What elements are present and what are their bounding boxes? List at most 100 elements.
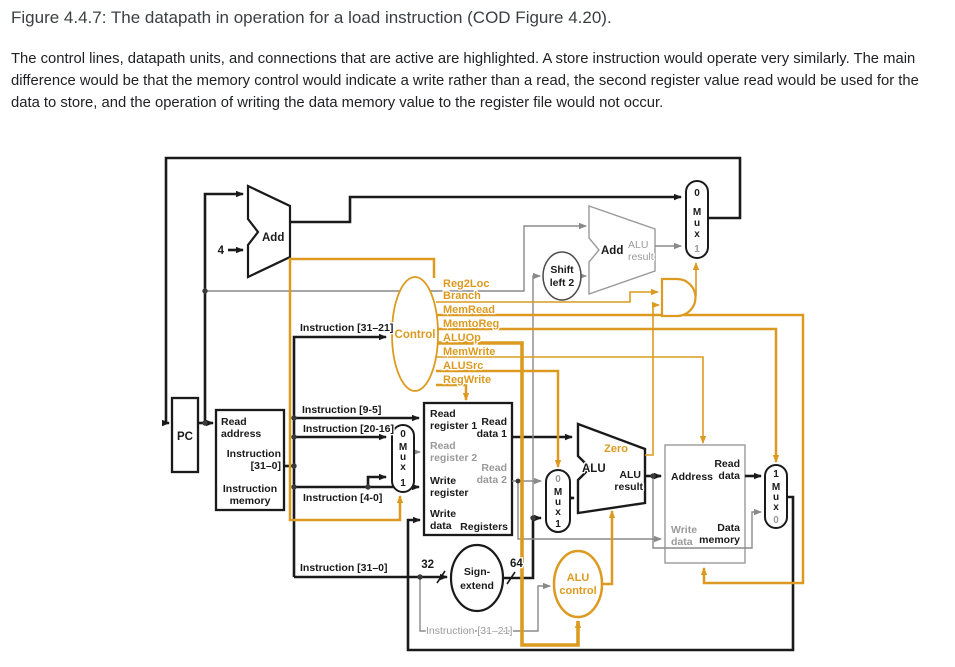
wire-branch — [436, 288, 659, 303]
wire-reg2loc — [288, 257, 436, 522]
signal-alusrc: ALUSrc — [443, 360, 483, 372]
alusrc-mux-m: M — [554, 487, 562, 498]
wire-signextend-to-shift — [532, 272, 541, 518]
figure-caption: The control lines, datapath units, and c… — [11, 51, 919, 111]
imem-read-label: Read — [221, 416, 247, 428]
shift-label-2: left 2 — [550, 277, 575, 289]
regs-writedata-l1: Write — [430, 508, 456, 520]
memtoreg-mux-m: M — [772, 482, 780, 493]
wire-readdata2-to-memwritedata — [517, 481, 662, 543]
dmem-writedata-l2: data — [671, 536, 693, 548]
signal-reg2loc: Reg2Loc — [443, 278, 489, 290]
dmem-name-l2: memory — [699, 534, 740, 546]
regs-readreg2-l1: Read — [430, 440, 456, 452]
junction-dot — [291, 463, 297, 469]
signal-regwrite: RegWrite — [443, 374, 491, 386]
imem-instr-label: Instruction — [227, 448, 281, 460]
memtoreg-mux-1: 1 — [773, 469, 779, 480]
four-label: 4 — [218, 245, 225, 257]
wire-zero — [645, 301, 660, 456]
alu-shape — [576, 422, 647, 515]
alucontrol-l2: control — [559, 585, 596, 597]
wire-memwrite — [436, 356, 707, 444]
zero-label: Zero — [604, 443, 628, 455]
control-oval — [391, 276, 439, 392]
instruction-memory-box — [214, 408, 286, 512]
pcsrc-mux-m: M — [693, 207, 701, 218]
alusrc-mux-u: u — [555, 497, 561, 508]
junction-dot — [417, 574, 423, 580]
bit-slash-64 — [506, 571, 516, 585]
sign-extend-oval — [449, 543, 505, 613]
alusrc-mux-1: 1 — [555, 519, 561, 530]
wire-instr-to-control — [292, 333, 387, 577]
instr31-21-gray-label: Instruction [31–21] — [426, 625, 512, 637]
alusrc-mux-0: 0 — [555, 474, 561, 485]
branch-add-adder — [588, 205, 656, 295]
control-label: Control — [395, 329, 436, 341]
wire-signextend-to-mux — [502, 514, 542, 580]
instr20-16-label: Instruction [20-16] — [303, 423, 394, 435]
junction-dot — [365, 484, 371, 490]
wire-pcplus4-to-mux — [290, 193, 682, 224]
instr9-5-label: Instruction [9-5] — [302, 404, 381, 416]
alu-label: ALU — [582, 463, 606, 475]
wire-writeback-to-regs — [406, 495, 795, 652]
instr4-0-label: Instruction [4-0] — [303, 492, 382, 504]
junction-dot — [291, 484, 297, 490]
regs-readreg1-l2: register 1 — [430, 420, 477, 432]
instr31-21-label: Instruction [31–21] — [300, 322, 393, 334]
dmem-name-l1: Data — [717, 522, 740, 534]
reg2loc-mux-0: 0 — [400, 429, 406, 440]
wire-alucontrol-to-alu — [601, 510, 616, 586]
junction-dot — [291, 434, 297, 440]
wire-instr31-21-to-alucontrol — [419, 577, 551, 632]
alu-result-l1: ALU — [619, 469, 641, 481]
wire-pc-to-branchadd — [205, 222, 587, 292]
dmem-address-label: Address — [671, 471, 713, 483]
branch-add-result-label: result — [628, 251, 654, 263]
bits-64-label: 64 — [510, 558, 523, 570]
signal-memwrite: MemWrite — [443, 346, 495, 358]
memtoreg-mux — [764, 464, 788, 529]
regs-writereg-l1: Write — [430, 475, 456, 487]
junction-dot — [530, 515, 536, 521]
pcsrc-mux-u: u — [694, 218, 700, 229]
shift-label-1: Shift — [550, 264, 574, 276]
regs-readreg1-l1: Read — [430, 408, 456, 420]
signextend-l1: Sign- — [464, 566, 491, 578]
wire-alusrc — [436, 369, 562, 468]
regs-writereg-l2: register — [430, 487, 469, 499]
regs-writedata-l2: data — [430, 520, 452, 532]
wire-aluresult-to-memtoregmux0 — [652, 476, 762, 549]
alusrc-mux — [545, 469, 571, 533]
imem-instr-range-label: [31–0] — [251, 460, 281, 472]
reg2loc-mux — [391, 424, 415, 493]
pc-add-adder — [246, 184, 292, 279]
junction-dot — [650, 473, 656, 479]
reg2loc-mux-x: x — [400, 462, 406, 473]
junction-dot — [515, 478, 521, 484]
alusrc-mux-x: x — [555, 507, 561, 518]
regs-readdata1-l1: Read — [481, 416, 507, 428]
junction-dot — [291, 415, 297, 421]
reg2loc-mux-m: M — [399, 442, 407, 453]
junction-dot — [202, 288, 208, 294]
reg2loc-mux-u: u — [400, 452, 406, 463]
alu-control-oval — [552, 549, 604, 619]
imem-name-2: memory — [230, 495, 271, 507]
wire-regwrite — [436, 383, 470, 401]
regs-readdata2-l1: Read — [481, 462, 507, 474]
bit-slash-32 — [436, 570, 446, 584]
signal-aluop: ALUOp — [443, 332, 481, 344]
wire-pc-to-add — [203, 190, 244, 423]
reg2loc-mux-1: 1 — [400, 478, 406, 489]
branch-add-label: Add — [601, 245, 623, 257]
pc-label: PC — [177, 431, 193, 443]
signal-memread: MemRead — [443, 304, 495, 316]
junction-dot — [202, 420, 208, 426]
registers-box — [422, 401, 514, 537]
dmem-readdata-l1: Read — [714, 458, 740, 470]
